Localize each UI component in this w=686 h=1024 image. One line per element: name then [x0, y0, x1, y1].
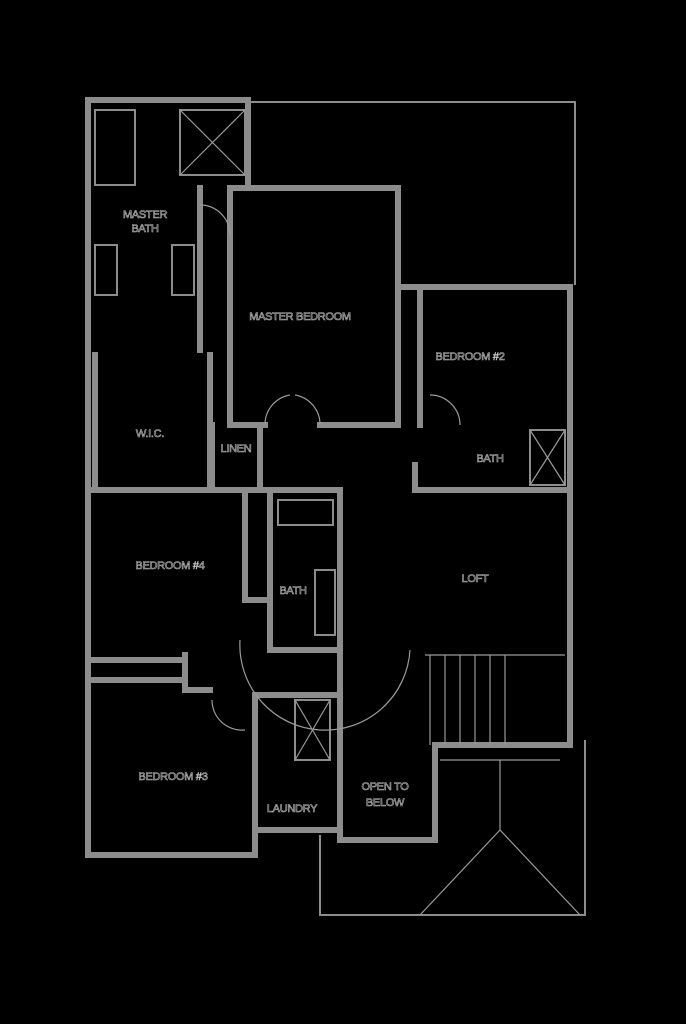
master-bedroom-label: MASTER BEDROOM [249, 311, 351, 323]
bath-hall-label: BATH [279, 585, 307, 597]
bedroom-4-label: BEDROOM #4 [135, 560, 204, 572]
master-bath-label-1: MASTER [123, 209, 167, 221]
room-labels: MASTER BATH MASTER BEDROOM BEDROOM #2 W.… [123, 209, 506, 816]
bedroom-3-label: BEDROOM #3 [138, 771, 207, 783]
open-to-below-label-2: BELOW [366, 797, 405, 809]
thin-outline [248, 101, 586, 916]
open-to-below-label-1: OPEN TO [361, 781, 409, 793]
shower-icon [179, 109, 246, 176]
bedroom-2-label: BEDROOM #2 [435, 351, 504, 363]
master-bath-label-2: BATH [131, 223, 159, 235]
fixtures [94, 109, 566, 761]
loft-label: LOFT [462, 573, 489, 585]
linen-label: LINEN [221, 443, 252, 455]
bathtub-icon [94, 109, 136, 186]
wic-label: W.I.C. [136, 428, 164, 440]
bath-upper-label: BATH [476, 453, 504, 465]
walls [85, 97, 573, 858]
laundry-label: LAUNDRY [267, 803, 318, 815]
